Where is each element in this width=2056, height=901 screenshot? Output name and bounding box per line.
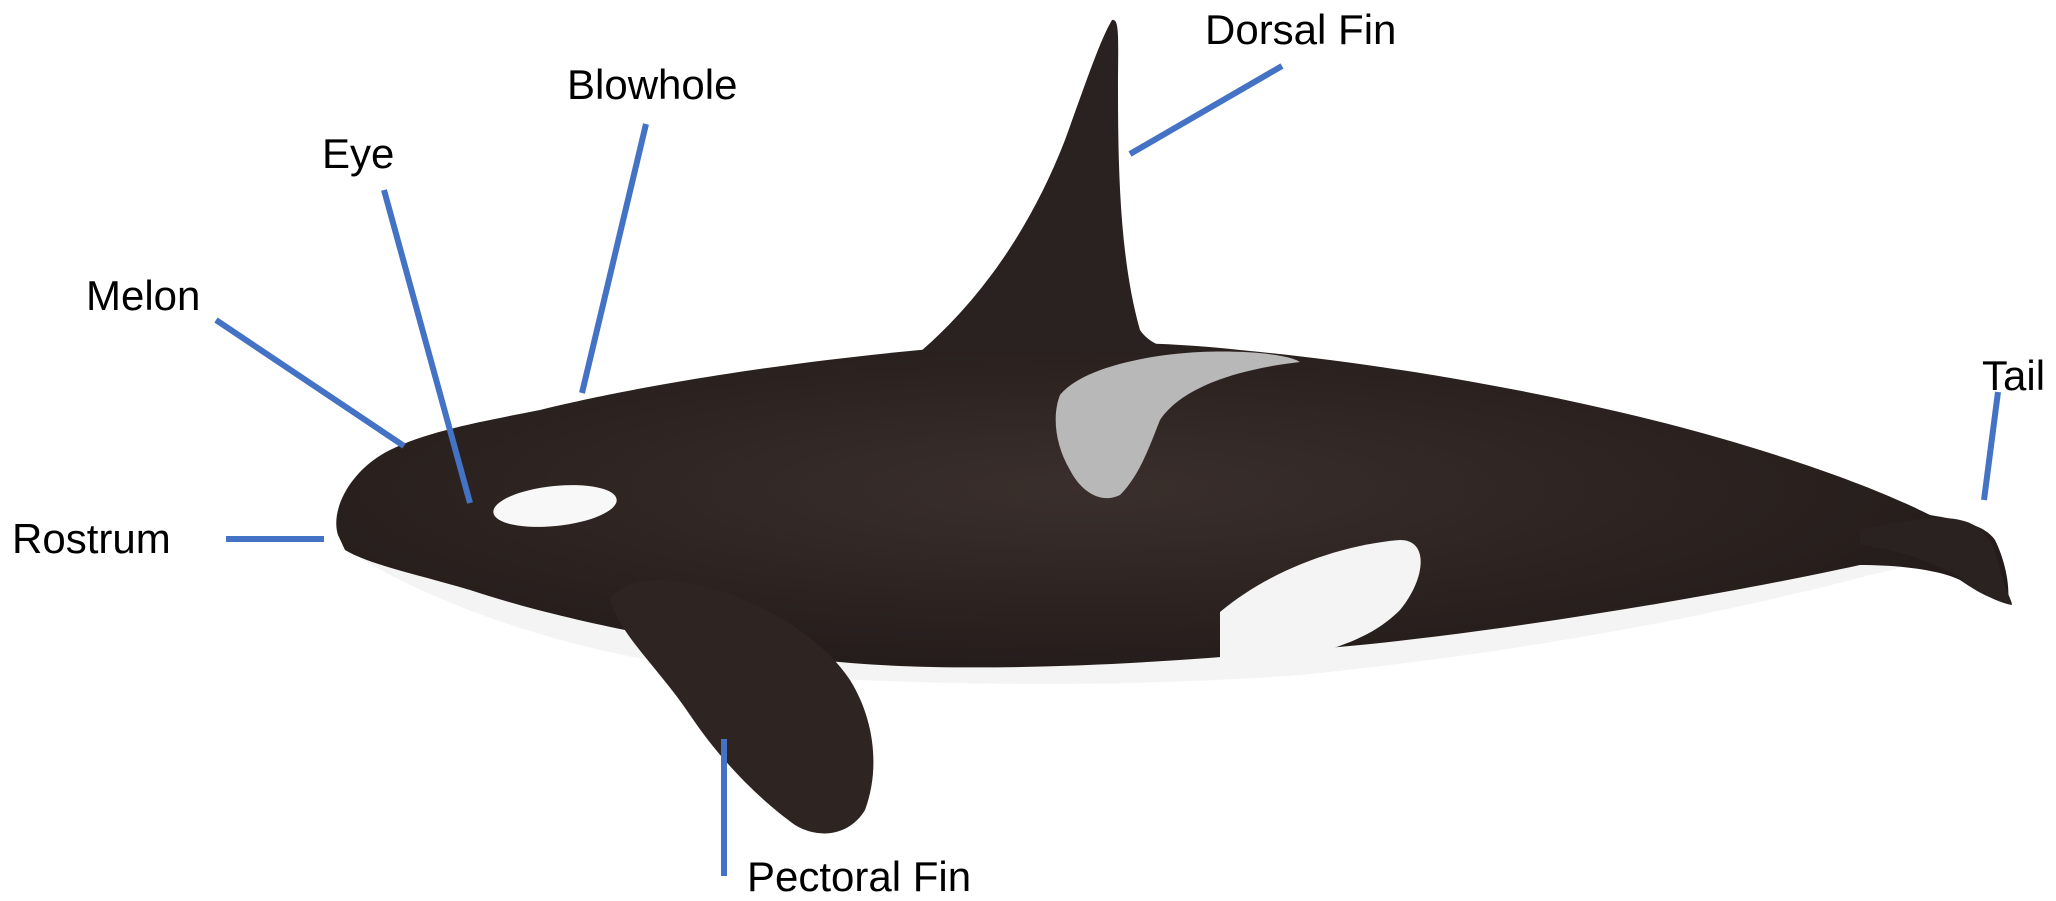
dorsal-fin-leader-line	[1130, 66, 1282, 154]
orca-dorsal-fin	[920, 20, 1200, 352]
melon-label: Melon	[86, 275, 200, 317]
rostrum-label: Rostrum	[12, 518, 171, 560]
tail-label: Tail	[1982, 355, 2045, 397]
blowhole-leader-line	[582, 124, 646, 393]
tail-leader-line	[1984, 392, 1998, 500]
blowhole-label: Blowhole	[567, 64, 737, 106]
melon-leader-line	[216, 320, 404, 446]
dorsal-fin-label: Dorsal Fin	[1205, 9, 1396, 51]
pectoral-fin-label: Pectoral Fin	[747, 856, 971, 898]
eye-label: Eye	[322, 133, 394, 175]
